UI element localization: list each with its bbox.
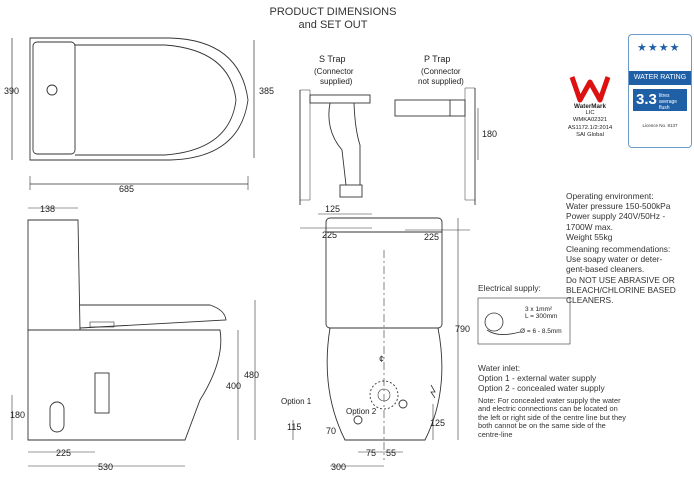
p-trap-title: P Trap — [424, 54, 450, 64]
installation-note: Note: For concealed water supply the wat… — [478, 396, 626, 439]
watermark-line-2: WMKA02321 — [572, 117, 608, 124]
front-dim-300: 300 — [331, 462, 346, 472]
s-trap-title: S Trap — [319, 54, 346, 64]
p-trap-dim-180: 180 — [482, 129, 497, 139]
top-dim-685: 685 — [119, 184, 134, 194]
note-line-4: both cannot be on the same side of the — [478, 421, 606, 431]
watermark-brand: WaterMark — [574, 103, 606, 110]
watermark-line-1: LIC — [585, 110, 595, 117]
top-view — [11, 37, 255, 190]
note-line-2: and electric connections can be located … — [478, 404, 618, 414]
watermark-line-3: AS1172.1/2:2014 — [567, 124, 613, 131]
cable-spec-2: L = 300mm — [525, 313, 557, 320]
side-dim-530: 530 — [98, 462, 113, 472]
p-trap-dim-225: 225 — [424, 232, 439, 242]
front-option2: Option 2 — [346, 407, 377, 416]
cleaning-line-6: CLEANERS. — [566, 295, 614, 306]
water-inlet-line-2: Option 1 - external water supply — [478, 373, 597, 384]
cleaning-line-5: BLEACH/CHLORINE BASED — [566, 284, 676, 295]
front-dim-75: 75 — [366, 448, 376, 458]
side-dim-180: 180 — [10, 410, 25, 420]
cleaning-line-4: Do NOT USE ABRASIVE OR — [566, 274, 675, 285]
cleaning-recommendations: Cleaning recommendations: Use soapy wate… — [566, 244, 676, 305]
electrical-supply: Electrical supply: — [478, 283, 541, 293]
p-trap-drawing — [394, 87, 479, 231]
water-inlet-line-1: Water inlet: — [478, 363, 521, 373]
operating-environment: Operating environment: Water pressure 15… — [566, 191, 670, 242]
page-title: PRODUCT DIMENSIONS — [269, 6, 397, 18]
front-dim-790: 790 — [455, 324, 470, 334]
note-line-1: Note: For concealed water supply the wat… — [478, 396, 621, 405]
note-line-3: the left or right side of the centre lin… — [478, 412, 626, 422]
rating-stars-icon: ★★★★ — [637, 42, 681, 54]
front-dim-55: 55 — [386, 448, 396, 458]
cleaning-line-1: Cleaning recommendations: — [566, 244, 671, 254]
front-dim-125: 125 — [430, 418, 445, 428]
s-trap-dim-225: 225 — [322, 230, 337, 240]
operating-line-1: Operating environment: — [566, 191, 654, 201]
cleaning-line-3: gent-based cleaners. — [566, 264, 645, 275]
electrical-cable-icon — [477, 297, 571, 345]
cleaning-line-2: Use soapy water or deter- — [566, 254, 663, 265]
s-trap-sub2: supplied) — [320, 77, 353, 86]
side-dim-138: 138 — [40, 204, 55, 214]
cable-spec-1: 3 x 1mm² — [525, 306, 553, 313]
front-dim-115: 115 — [287, 422, 301, 432]
s-trap-drawing — [299, 89, 372, 229]
water-rating-unit-2: average flush — [659, 99, 678, 111]
operating-line-5: Weight 55kg — [566, 231, 613, 242]
note-line-5: centre-line — [478, 429, 513, 439]
front-view-drawing — [292, 217, 459, 467]
water-inlet-line-3: Option 2 - concealed water supply — [478, 383, 605, 394]
side-dim-480: 480 — [244, 370, 259, 380]
water-rating-licence: Licence No. 8137 — [642, 123, 678, 128]
water-rating-band: WATER RATING — [629, 71, 691, 85]
s-trap-sub1: (Connector — [314, 67, 354, 76]
water-rating-unit-1: litres — [659, 93, 670, 99]
p-trap-sub1: (Connector — [421, 67, 461, 76]
water-rating-unit: litres average flush — [659, 93, 687, 111]
operating-line-2: Water pressure 150-500kPa — [566, 201, 671, 212]
front-dim-70: 70 — [326, 426, 336, 436]
side-view-drawing — [11, 207, 256, 467]
top-dim-390: 390 — [4, 86, 19, 96]
watermark-line-4: SAI Global — [576, 131, 604, 138]
water-rating-value: 3.3 — [636, 91, 657, 108]
operating-line-4: 1700W max. — [566, 221, 614, 232]
cable-spec-3: Ø = 6 - 8.5mm — [520, 328, 562, 335]
top-dim-385: 385 — [259, 86, 274, 96]
watermark-badge: WaterMark LIC WMKA02321 AS1172.1/2:2014 … — [555, 103, 625, 139]
side-dim-225: 225 — [56, 448, 71, 458]
page-subtitle: and SET OUT — [298, 19, 368, 31]
water-rating-value-box: 3.3 litres average flush — [633, 89, 687, 111]
front-option1: Option 1 — [281, 397, 312, 406]
water-rating-label: ★★★★ WATER RATING 3.3 litres average flu… — [628, 34, 692, 148]
operating-line-3: Power supply 240V/50Hz - — [566, 211, 666, 222]
s-trap-dim-125: 125 — [325, 204, 340, 214]
p-trap-sub2: not supplied) — [418, 77, 464, 86]
front-center-mark: ¢ — [379, 354, 384, 364]
watermark-logo — [569, 76, 611, 103]
electrical-title: Electrical supply: — [478, 283, 541, 293]
side-dim-400: 400 — [226, 381, 241, 391]
water-inlet: Water inlet: Option 1 - external water s… — [478, 363, 605, 394]
